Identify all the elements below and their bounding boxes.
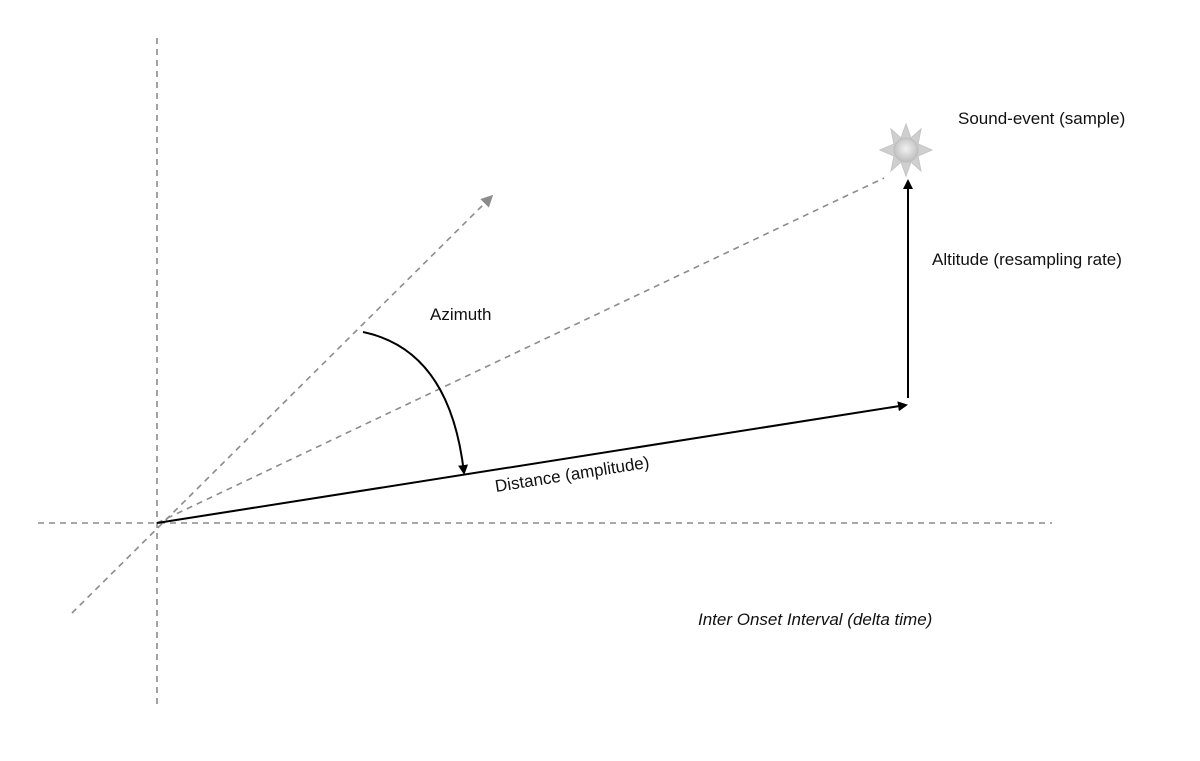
projection-line bbox=[156, 177, 885, 524]
altitude-label: Altitude (resampling rate) bbox=[932, 250, 1122, 269]
depth-axis bbox=[71, 194, 494, 614]
azimuth-arc bbox=[362, 331, 469, 475]
distance-label: Distance (amplitude) bbox=[494, 453, 651, 496]
distance-vector bbox=[156, 401, 908, 524]
sound-event-label: Sound-event (sample) bbox=[958, 109, 1125, 128]
inter-onset-label: Inter Onset Interval (delta time) bbox=[698, 610, 932, 629]
azimuth-label: Azimuth bbox=[430, 305, 491, 324]
sun-burst-icon bbox=[878, 122, 934, 178]
